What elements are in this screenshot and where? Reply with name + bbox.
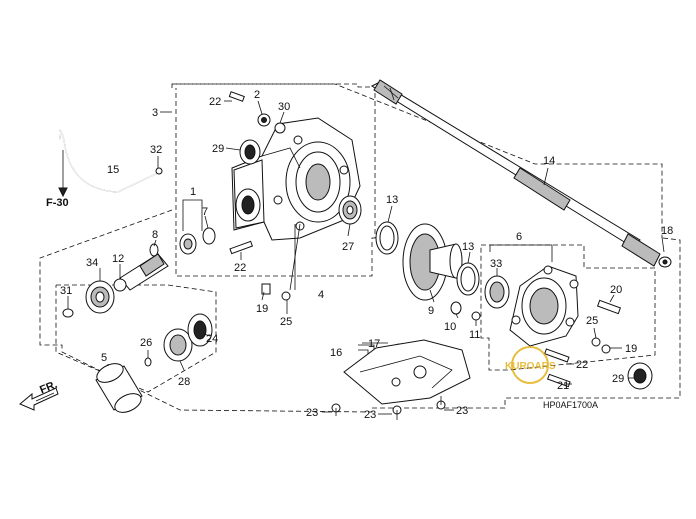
label-23c: 23 (456, 405, 468, 417)
final-gear-case (228, 91, 362, 301)
label-16: 16 (330, 347, 342, 359)
label-23b: 23 (364, 409, 376, 421)
label-4: 4 (318, 289, 324, 301)
label-15: 15 (107, 164, 119, 176)
front-arrow (19, 387, 59, 411)
pinion-gear (62, 243, 169, 318)
label-18: 18 (661, 225, 673, 237)
label-19b: 19 (625, 343, 637, 355)
label-33: 33 (490, 258, 502, 270)
label-22c: 22 (576, 359, 588, 371)
label-7: 7 (202, 206, 208, 218)
label-2: 2 (254, 89, 260, 101)
watermark-logo: KUROARS (505, 346, 556, 384)
label-12: 12 (112, 253, 124, 265)
label-11: 11 (469, 329, 480, 341)
watermark-text: KUROARS (505, 361, 556, 372)
diagram-code: HP0AF1700A (543, 400, 598, 410)
label-5: 5 (101, 352, 107, 364)
bearing-1 (179, 227, 216, 255)
label-25b: 25 (586, 315, 598, 327)
label-30: 30 (278, 101, 290, 113)
bearing-holder (450, 265, 653, 390)
reference-f30: F-30 (46, 197, 69, 209)
label-24: 24 (206, 333, 218, 345)
label-21: 21 (557, 380, 569, 392)
label-28: 28 (178, 376, 190, 388)
pinion-boundary (55, 284, 217, 393)
label-31: 31 (60, 285, 72, 297)
shaft-boundary (505, 237, 681, 399)
skid-plate (331, 339, 471, 420)
bracket-6 (489, 244, 553, 262)
breather-hose (58, 129, 163, 198)
label-34: 34 (86, 257, 98, 269)
ring-gear (375, 221, 480, 301)
label-22b: 22 (234, 262, 246, 274)
outer-boundary (172, 83, 663, 238)
label-6: 6 (516, 231, 522, 243)
label-29a: 29 (212, 143, 224, 155)
label-9: 9 (428, 305, 434, 317)
label-20: 20 (610, 284, 622, 296)
label-29b: 29 (612, 373, 624, 385)
bracket-1 (182, 199, 203, 231)
label-3: 3 (152, 107, 158, 119)
label-32: 32 (150, 144, 162, 156)
label-14: 14 (543, 155, 555, 167)
label-10: 10 (444, 321, 456, 333)
label-26: 26 (140, 337, 152, 349)
label-25a: 25 (280, 316, 292, 328)
label-8: 8 (152, 229, 158, 241)
leader-lines (67, 100, 665, 415)
label-17: 17 (368, 338, 380, 350)
label-27: 27 (342, 241, 354, 253)
label-1: 1 (190, 186, 196, 198)
axle-shaft (370, 79, 672, 268)
callout-labels: 3 22 2 30 29 32 15 1 7 8 34 12 31 22 19 … (38, 89, 673, 421)
label-23a: 23 (306, 407, 318, 419)
label-13a: 13 (386, 194, 398, 206)
holder-boundary (480, 244, 656, 371)
joint-parts (95, 313, 213, 413)
label-13b: 13 (462, 241, 474, 253)
label-22a: 22 (209, 96, 221, 108)
label-19a: 19 (256, 303, 268, 315)
